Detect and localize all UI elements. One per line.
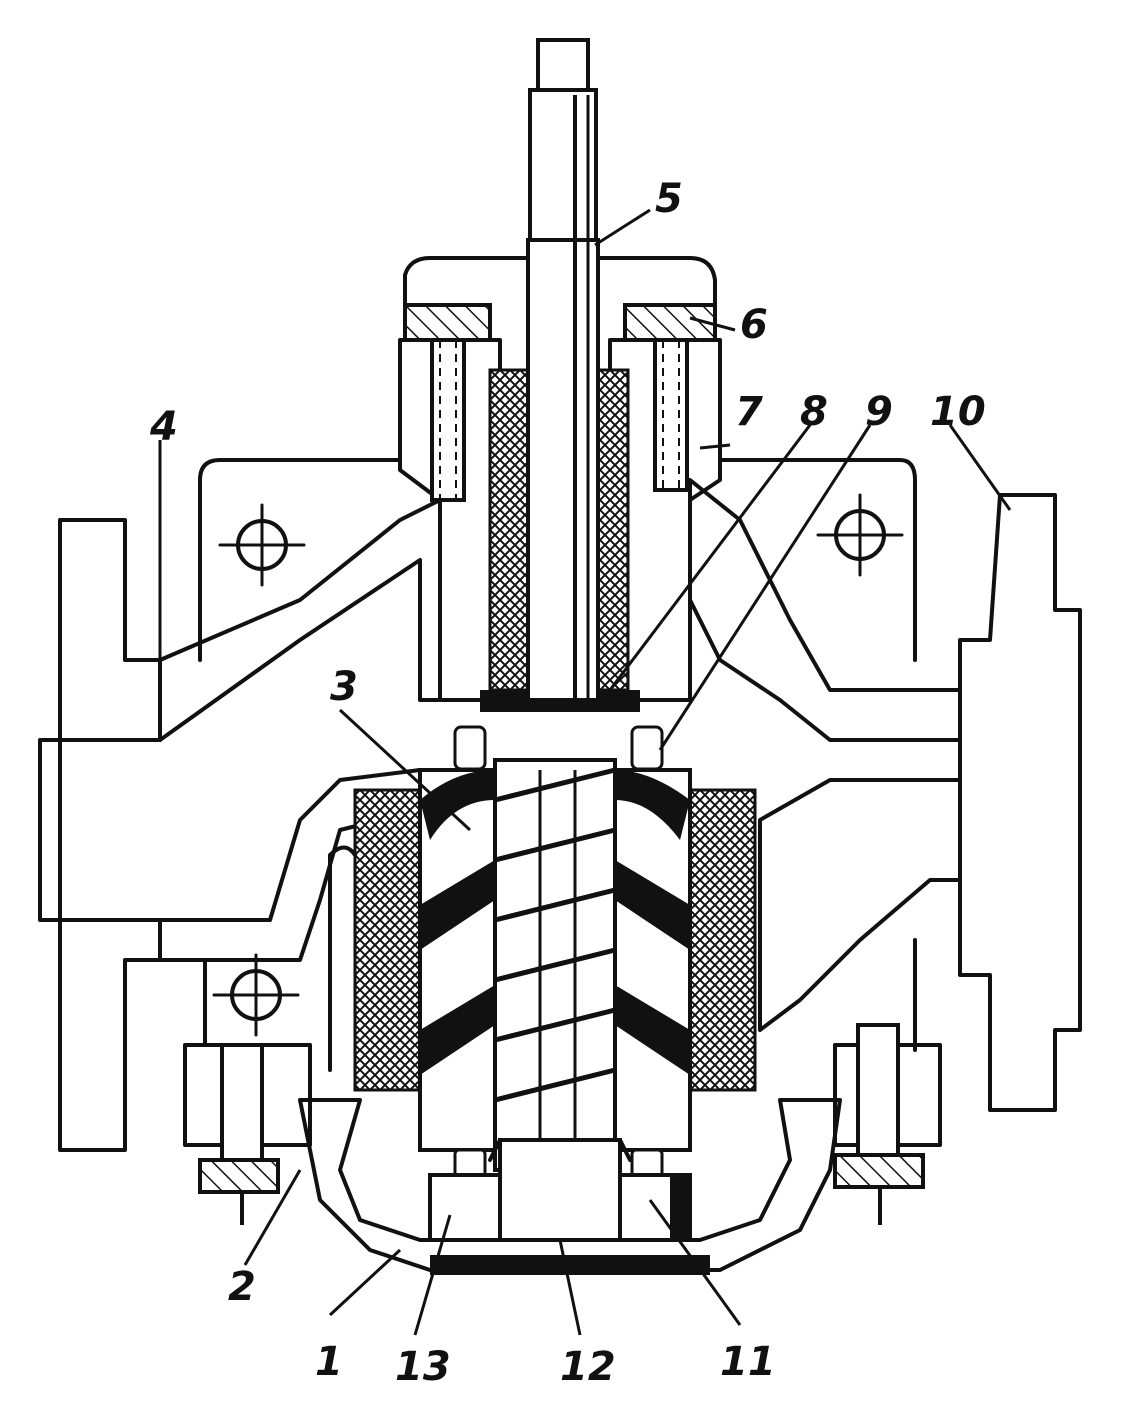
cover-bolt-right bbox=[833, 1023, 925, 1225]
mounting-hole-bottom-left bbox=[212, 953, 300, 1037]
callout-labels: 1 2 3 4 5 6 7 8 9 10 11 12 13 bbox=[149, 176, 986, 1390]
helical-rotor bbox=[418, 725, 692, 1182]
leader-lines bbox=[158, 208, 1012, 1336]
gland-bolt-left bbox=[403, 303, 492, 502]
cover-bolt-left bbox=[198, 1043, 280, 1225]
gland-bolt-right bbox=[623, 303, 717, 492]
callout-3: 3 bbox=[330, 664, 358, 710]
mounting-hole-top-left bbox=[218, 503, 306, 587]
callout-5: 5 bbox=[655, 176, 683, 222]
callout-10: 10 bbox=[930, 389, 986, 435]
callout-2: 2 bbox=[228, 1264, 256, 1310]
callout-7: 7 bbox=[735, 389, 763, 435]
callout-4: 4 bbox=[149, 404, 178, 450]
callout-6: 6 bbox=[740, 302, 768, 348]
callout-11: 11 bbox=[720, 1339, 776, 1385]
seat-liner bbox=[328, 788, 757, 1092]
valve-stem bbox=[526, 38, 600, 702]
mounting-hole-top-right bbox=[816, 493, 904, 577]
bottom-bearing bbox=[428, 1138, 692, 1242]
callout-8: 8 bbox=[800, 389, 828, 435]
callout-1: 1 bbox=[315, 1339, 343, 1385]
callout-12: 12 bbox=[560, 1344, 616, 1390]
callout-13: 13 bbox=[395, 1344, 451, 1390]
callout-9: 9 bbox=[865, 389, 893, 435]
support-plate-outline bbox=[198, 458, 917, 1052]
